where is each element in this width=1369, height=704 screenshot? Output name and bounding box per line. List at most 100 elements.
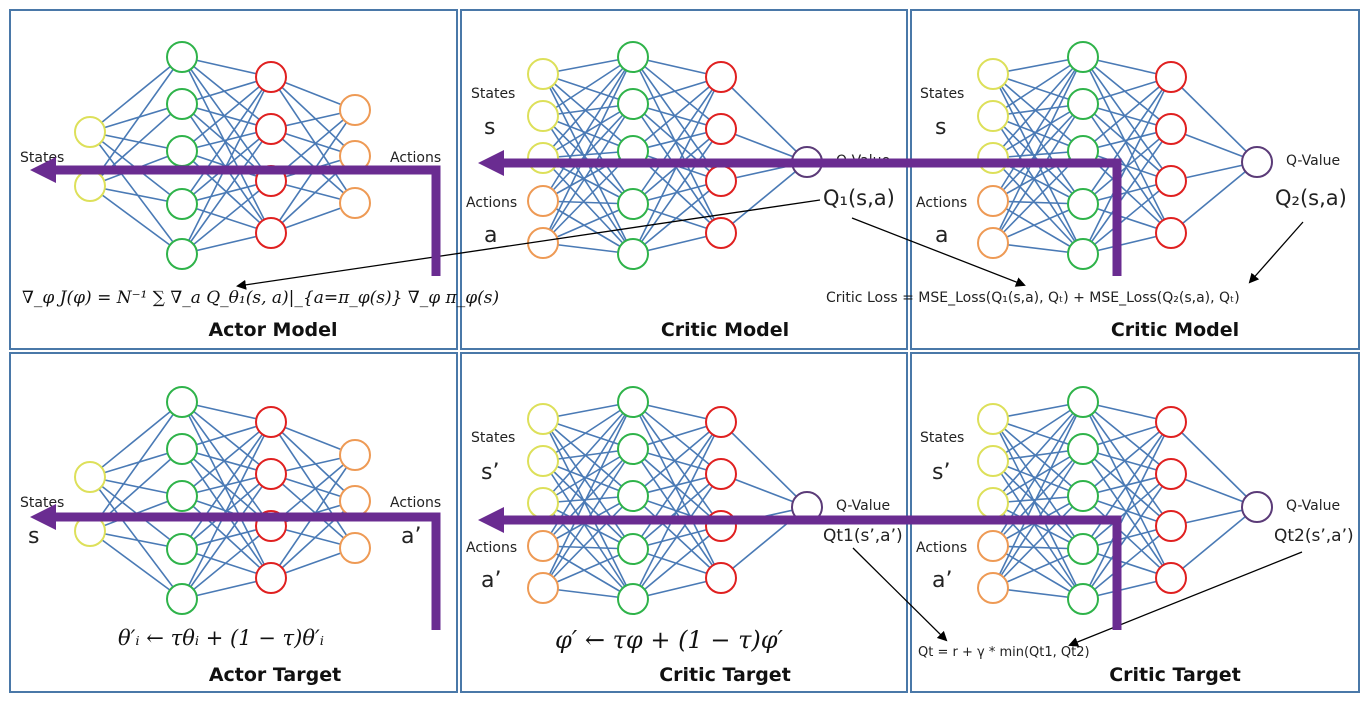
actor-model-neuron-layer3 xyxy=(255,113,287,145)
critic-target-2-connection xyxy=(1082,401,1172,579)
actor-target-neuron-layer2 xyxy=(166,533,198,565)
critic-model-2-connection xyxy=(1170,76,1258,163)
critic-model-2-connection xyxy=(992,157,1084,255)
flow-critic-model-head xyxy=(478,150,504,176)
critic-target-1-neuron-layer1 xyxy=(527,487,559,519)
critic-target-1-neuron-layer3 xyxy=(705,562,737,594)
critic-target-2-neuron-layer1 xyxy=(977,445,1009,477)
arrow-q2-to-critic-loss xyxy=(1248,221,1304,284)
critic-model-1-neuron-layer2 xyxy=(617,41,649,73)
actor-target-states-label: States xyxy=(20,495,64,511)
critic-target-2-connection xyxy=(1082,421,1172,550)
actor-target-action-symbol: a’ xyxy=(401,524,421,549)
critic-model-1-connection xyxy=(542,73,634,152)
critic-target-2-neuron-layer1 xyxy=(977,487,1009,519)
critic-model-2-connection xyxy=(992,115,1084,255)
critic-target-1-connection xyxy=(632,401,722,475)
actor-model-connection xyxy=(89,131,183,255)
actor-model-neuron-layer4 xyxy=(339,187,371,219)
critic-model-1-connection xyxy=(632,76,722,152)
critic-target-2-connection xyxy=(992,495,1084,589)
critic-target-1-neuron-layer3 xyxy=(705,458,737,490)
arrow-q1-to-actor-gradient xyxy=(236,199,821,290)
actor-model-connection xyxy=(181,56,272,182)
critic-target-1-neuron-layer1 xyxy=(527,530,559,562)
critic-target-2-connection xyxy=(992,460,1084,550)
critic-target-2-neurons xyxy=(977,386,1273,615)
critic-model-2-connection xyxy=(992,103,1084,202)
critic-model-1-connection xyxy=(632,56,722,130)
critic-target-1-neuron-layer2 xyxy=(617,533,649,565)
critic-model-1-neuron-layer3 xyxy=(705,217,737,249)
critic-model-1-neuron-layer3 xyxy=(705,165,737,197)
actor-target-neuron-layer2 xyxy=(166,480,198,512)
ct2-q-output: Qt2(s’,a’) xyxy=(1274,526,1354,546)
actor-target-neuron-layer2 xyxy=(166,386,198,418)
critic-model-2-neuron-layer1 xyxy=(977,100,1009,132)
flow-actor-model-head xyxy=(30,157,56,183)
critic-target-1-connection xyxy=(632,525,722,600)
critic-model-1-connection xyxy=(542,115,634,152)
critic-target-1-connection xyxy=(542,502,634,550)
critic-model-2-neuron-layer1 xyxy=(977,227,1009,259)
critic-model-1-connection xyxy=(542,203,634,244)
ct2-state-symbol: s’ xyxy=(932,460,950,485)
critic-target-1-connection xyxy=(542,460,634,600)
ct2-action-symbol: a’ xyxy=(932,568,952,593)
ct2-target-q-equation: Qt = r + γ * min(Qt1, Qt2) xyxy=(918,645,1090,660)
critic-target-2-connection xyxy=(1082,448,1172,527)
critic-target-2-neuron-layer1 xyxy=(977,403,1009,435)
actor-target-neuron-layer4 xyxy=(339,532,371,564)
actor-target-connection xyxy=(181,421,272,600)
ct1-state-symbol: s’ xyxy=(481,460,499,485)
critic-target-2-neuron-layer2 xyxy=(1067,583,1099,615)
critic-target-1-connection xyxy=(632,448,722,579)
critic-target-1-neurons xyxy=(527,386,823,615)
actor-actions-label: Actions xyxy=(390,150,441,166)
annotation-arrows xyxy=(236,199,1304,647)
actor-target-soft-update: θ′ᵢ ← τθᵢ + (1 − τ)θ′ᵢ xyxy=(118,626,324,650)
critic2-states-label: States xyxy=(920,86,964,102)
critic-target-1-connection xyxy=(542,545,634,600)
actor-target-connection xyxy=(89,401,183,478)
actor-model-connection xyxy=(89,185,183,255)
critic-target-1-neuron-layer2 xyxy=(617,433,649,465)
critic-model-1-connection xyxy=(542,56,634,117)
critic-target-2-connection xyxy=(1082,448,1172,579)
actor-model-connection xyxy=(270,76,356,157)
actor-target-neuron-layer3 xyxy=(255,562,287,594)
actor-target-connection xyxy=(89,476,183,600)
flow-critic-target xyxy=(502,515,1122,630)
critic-target-2-connection xyxy=(1082,401,1172,475)
actor-states-label: States xyxy=(20,150,64,166)
actor-target-connection xyxy=(181,421,272,550)
critic-target-1-neuron-layer2 xyxy=(617,583,649,615)
critic-model-2-neuron-layer1 xyxy=(977,185,1009,217)
actor-target-connection xyxy=(89,448,183,478)
critic-model-2-connection xyxy=(1082,76,1172,205)
critic-model-2-connection xyxy=(1082,56,1172,182)
critic-model-1-connection xyxy=(632,76,722,205)
actor-target-neuron-layer4 xyxy=(339,485,371,517)
critic-model-2-neuron-layer3 xyxy=(1155,165,1187,197)
critic-model-2-connection xyxy=(992,103,1084,159)
critic-target-1-neuron-layer2 xyxy=(617,386,649,418)
actor-model-connection xyxy=(181,76,272,205)
critic-target-1-neuron-layer1 xyxy=(527,403,559,435)
critic-model-2-neuron-layer3 xyxy=(1155,217,1187,249)
critic-model-1-connection xyxy=(632,103,722,234)
critic-target-1-connection xyxy=(542,548,634,589)
critic-target-1-connection xyxy=(632,421,722,497)
critic-model-1-connection xyxy=(542,73,634,205)
critic-target-2-neuron-layer1 xyxy=(977,530,1009,562)
critic-model-1-title: Critic Model xyxy=(661,319,789,341)
flow-critic-target-head xyxy=(478,507,504,533)
critic-model-1-connection xyxy=(632,103,722,182)
critic-model-1-neuron-layer3 xyxy=(705,61,737,93)
critic-target-1-connection xyxy=(542,495,634,589)
actor-model-connection xyxy=(89,56,183,133)
critic2-action-symbol: a xyxy=(935,223,948,248)
actor-target-state-symbol: s xyxy=(28,524,39,549)
critic-target-2-connection xyxy=(992,401,1084,462)
critic-target-1-connection xyxy=(542,418,634,600)
